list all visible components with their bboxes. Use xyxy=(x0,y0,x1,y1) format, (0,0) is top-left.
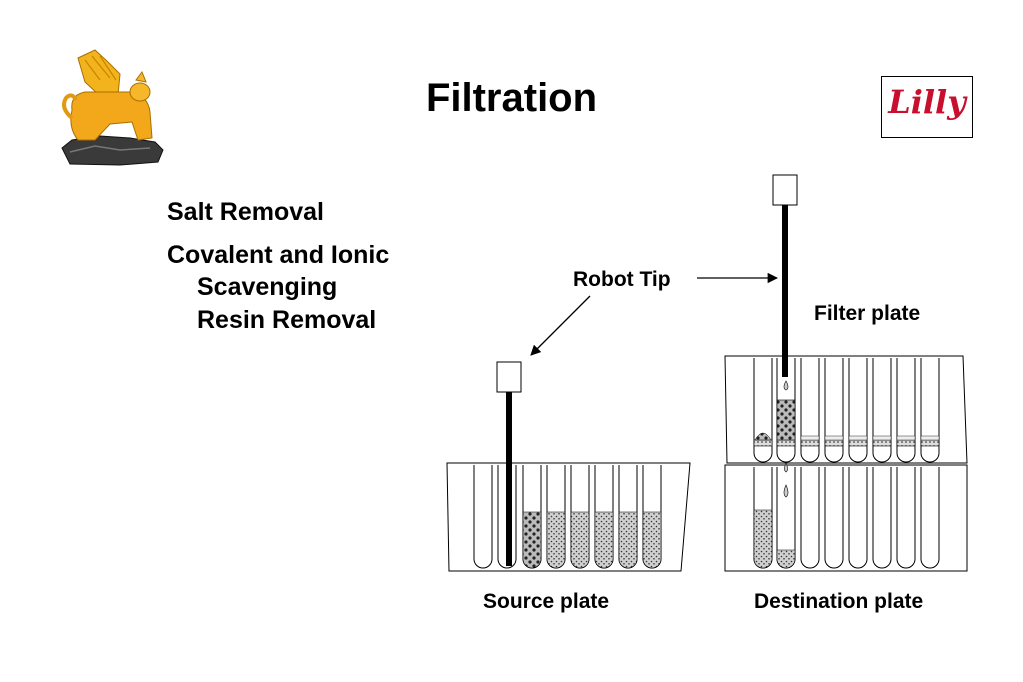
label-destination-plate: Destination plate xyxy=(754,590,924,613)
bullet-scavenging: Scavenging xyxy=(197,273,338,301)
source-well xyxy=(522,465,542,569)
bullet-salt-removal: Salt Removal xyxy=(167,198,325,226)
filter-well xyxy=(824,358,844,463)
lilly-logo-text: Lilly xyxy=(888,83,966,121)
source-well xyxy=(618,465,638,569)
slide-title: Filtration xyxy=(425,76,598,120)
label-filter-plate: Filter plate xyxy=(814,302,921,325)
filter-robot-tip xyxy=(772,174,798,377)
destination-well xyxy=(776,462,796,569)
filter-well xyxy=(776,358,796,463)
source-well xyxy=(473,465,493,569)
destination-well xyxy=(824,467,844,569)
source-well xyxy=(546,465,566,569)
label-source-plate: Source plate xyxy=(483,590,610,613)
filter-well xyxy=(800,358,820,463)
source-well xyxy=(594,465,614,569)
source-plate xyxy=(446,462,691,572)
arrow-to-source-tip xyxy=(530,295,591,356)
destination-well xyxy=(753,467,773,569)
bullet-resin-removal: Resin Removal xyxy=(197,306,377,334)
destination-well xyxy=(848,467,868,569)
source-well xyxy=(642,465,662,569)
destination-well xyxy=(872,467,892,569)
filter-well xyxy=(848,358,868,463)
filter-plate xyxy=(724,355,968,464)
destination-well xyxy=(896,467,916,569)
filter-well xyxy=(753,358,773,463)
source-well xyxy=(570,465,590,569)
filter-well xyxy=(920,358,940,463)
destination-well xyxy=(800,467,820,569)
lilly-logo-icon: Lilly xyxy=(881,76,973,138)
destination-plate xyxy=(724,462,968,572)
bullet-covalent-ionic: Covalent and Ionic xyxy=(167,241,390,269)
source-robot-tip xyxy=(496,361,522,566)
filter-well xyxy=(896,358,916,463)
label-robot-tip: Robot Tip xyxy=(573,268,671,291)
destination-well xyxy=(920,467,940,569)
filter-well xyxy=(872,358,892,463)
